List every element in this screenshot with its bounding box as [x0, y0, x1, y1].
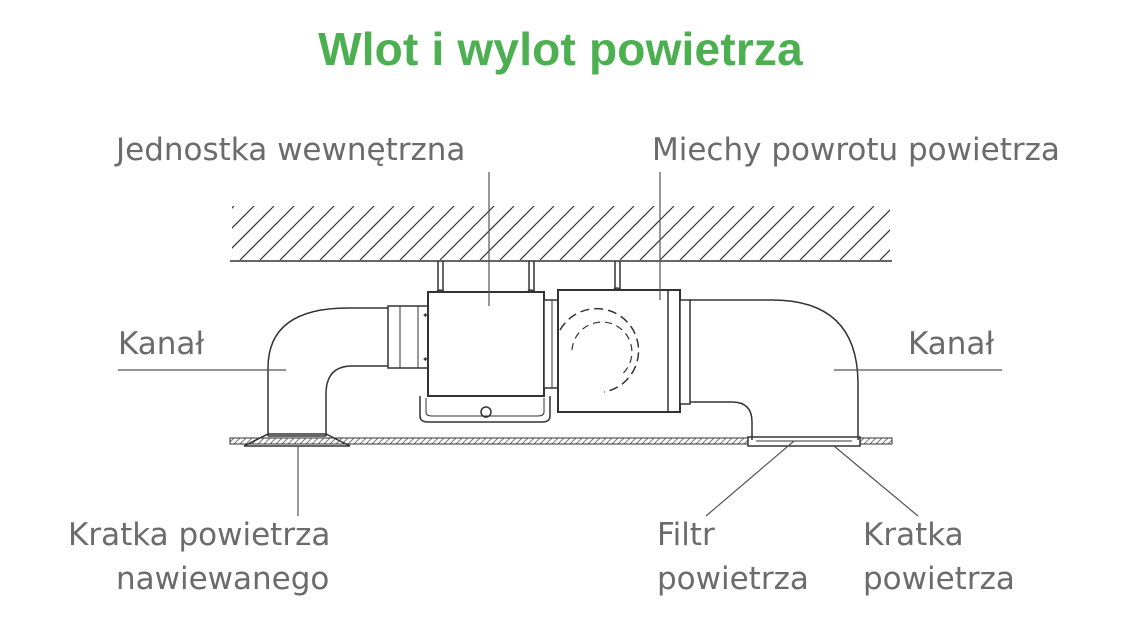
ceiling-hatch-line	[819, 206, 875, 260]
label-filter-1: Filtr	[657, 517, 715, 553]
ceiling-hatch-line	[639, 206, 695, 260]
ceiling-hatch-line	[319, 206, 375, 260]
fan-housing	[557, 289, 681, 413]
ceiling-hatch-line	[479, 206, 535, 260]
ceiling-hatch-line	[439, 206, 495, 260]
ceiling-hatch-line	[339, 206, 395, 260]
ceiling-hatch-line	[759, 206, 815, 260]
hanger-rods	[435, 261, 622, 299]
ceiling-hatch-line	[839, 209, 890, 260]
label-duct-right: Kanał	[908, 326, 995, 362]
svg-text:✦: ✦	[422, 355, 429, 364]
indoor-unit: ✦ ✦	[419, 291, 551, 423]
ceiling-slab	[230, 206, 954, 262]
ceiling-hatch-line	[459, 206, 515, 260]
ceiling-hatch-line	[232, 206, 235, 209]
ceiling-hatch-line	[499, 206, 555, 260]
ceiling-hatch-line	[259, 206, 315, 260]
ceiling-hatch-line	[659, 206, 715, 260]
ceiling-hatch-line	[619, 206, 675, 260]
label-return-grille-1: Kratka	[863, 517, 964, 553]
ceiling-hatch-line	[739, 206, 795, 260]
label-return-bellows: Miechy powrotu powietrza	[652, 132, 1060, 168]
right-duct	[679, 299, 859, 440]
ceiling-hatch-line	[579, 206, 635, 260]
label-filter-2: powietrza	[657, 561, 809, 597]
ceiling-hatch-line	[539, 206, 595, 260]
ceiling-hatch-line	[679, 206, 735, 260]
ceiling-hatch-line	[232, 206, 255, 229]
label-supply-grille-2: nawiewanego	[116, 561, 330, 597]
ceiling-hatch-line	[779, 206, 835, 260]
ceiling-hatch-line	[879, 249, 890, 260]
label-indoor-unit: Jednostka wewnętrzna	[116, 132, 466, 168]
return-grille	[747, 436, 861, 447]
ceiling-hatch-line	[599, 206, 655, 260]
diagram-title: Wlot i wylot powietrza	[318, 23, 803, 75]
label-duct-left: Kanał	[118, 326, 205, 362]
ceiling-hatch-line	[699, 206, 755, 260]
ceiling-hatch-line	[719, 206, 775, 260]
ceiling-hatch-line	[859, 229, 890, 260]
ceiling-hatch-line	[799, 206, 855, 260]
svg-text:✦: ✦	[422, 311, 429, 320]
ceiling-hatch-line	[279, 206, 335, 260]
supply-grille	[243, 433, 351, 447]
ceiling-hatch-line	[239, 206, 295, 260]
ceiling-hatch-line	[519, 206, 575, 260]
ceiling-hatch-line	[299, 206, 355, 260]
label-supply-grille-1: Kratka powietrza	[68, 517, 331, 553]
ceiling-hatch-line	[900, 206, 954, 260]
suspended-ceiling	[229, 437, 893, 445]
ceiling-hatch-line	[359, 206, 415, 260]
label-return-grille-2: powietrza	[863, 561, 1015, 597]
ceiling-hatch-line	[232, 206, 275, 249]
leader-lines	[118, 172, 1002, 517]
ceiling-hatch-line	[399, 206, 455, 260]
left-duct	[267, 305, 431, 437]
ceiling-hatch-line	[419, 206, 475, 260]
ceiling-hatch-line	[559, 206, 615, 260]
ceiling-hatch-line	[379, 206, 435, 260]
